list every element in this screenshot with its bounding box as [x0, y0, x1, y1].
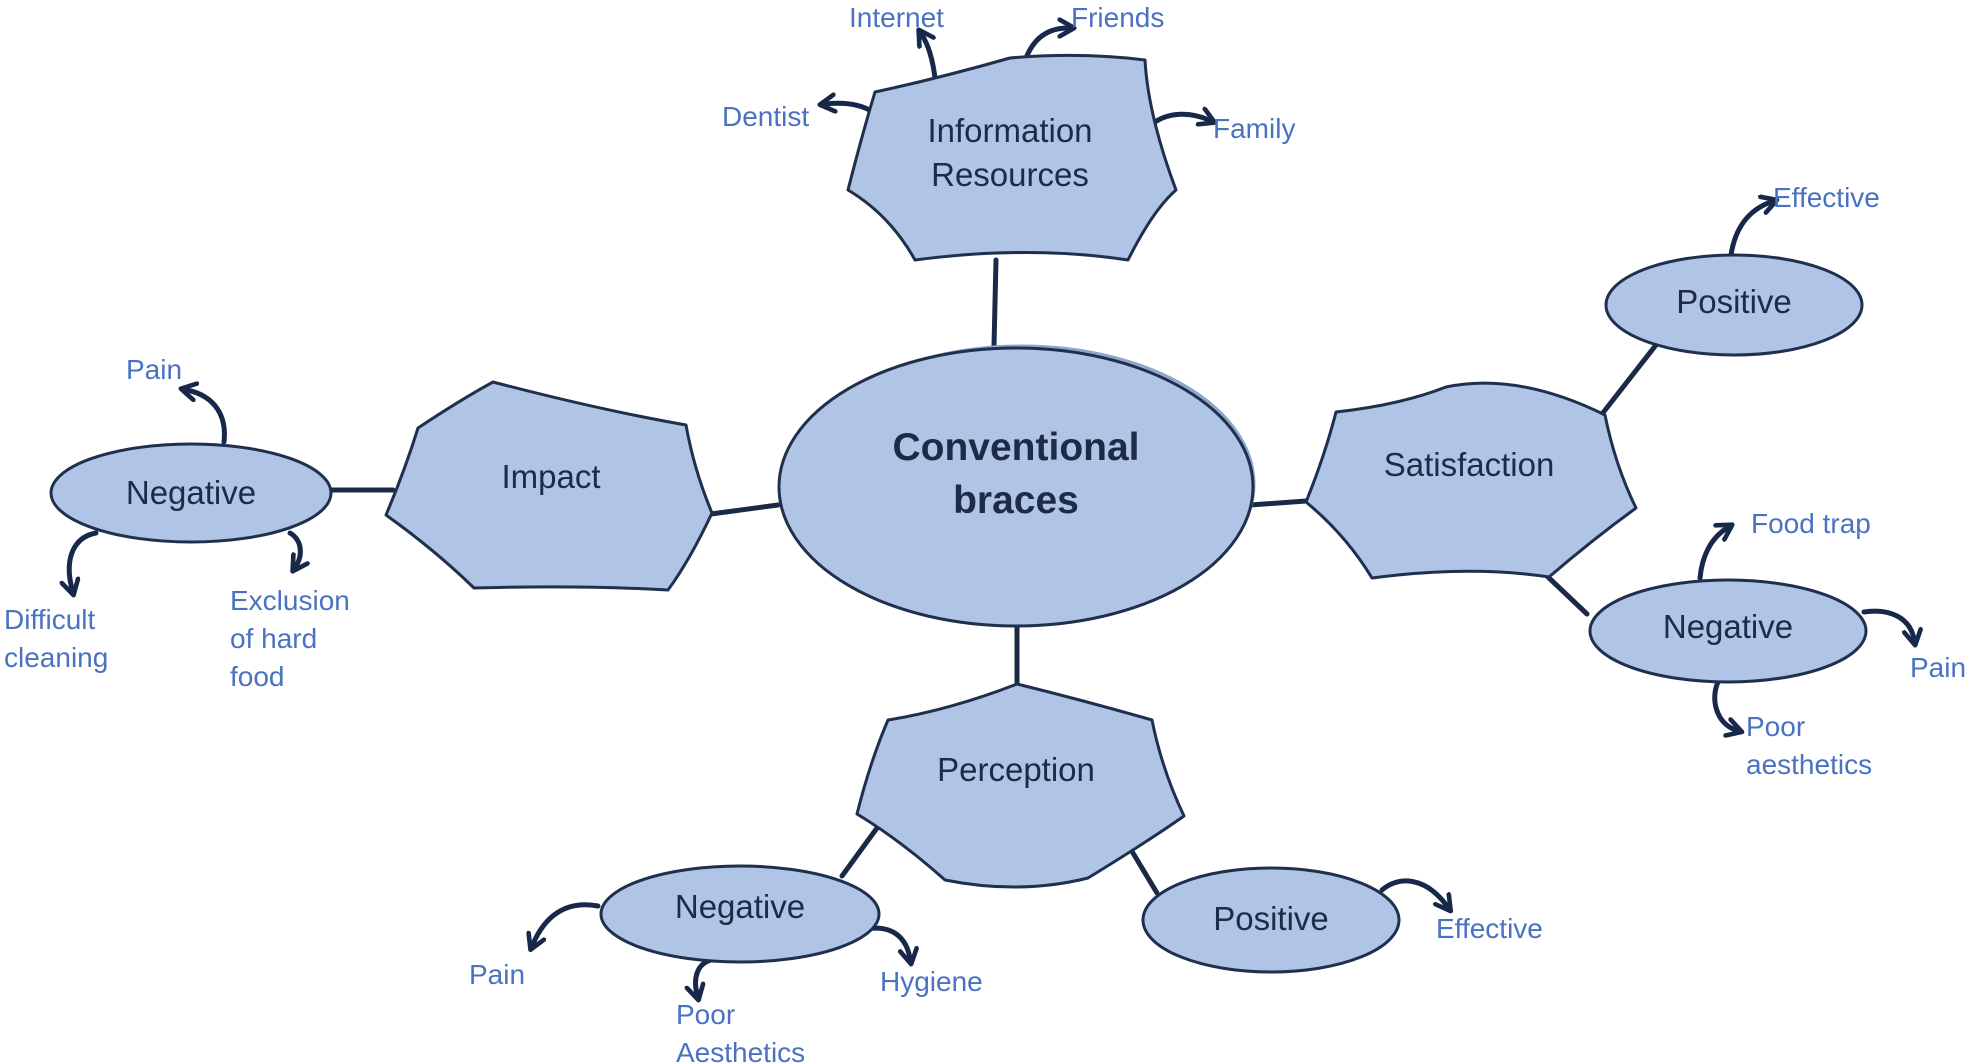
leaf-internet: Internet — [849, 2, 944, 33]
node-shape — [777, 346, 1255, 628]
node-shape — [384, 380, 714, 592]
leaf-perception-poor-line2: Aesthetics — [676, 1037, 805, 1064]
leaf-friends: Friends — [1071, 2, 1164, 33]
leaf-difficult-line2: cleaning — [4, 642, 108, 673]
leaf-labels: Internet Friends Dentist Family Pain Dif… — [4, 2, 1966, 1064]
arrow-to-internet — [922, 35, 938, 81]
arrow-to-friends — [1023, 28, 1068, 61]
leaf-exclusion-line3: food — [230, 661, 285, 692]
link-central-satisfaction — [1247, 498, 1309, 508]
node-perception-positive: Positive — [1141, 866, 1401, 974]
arrow-to-food-trap — [1697, 528, 1727, 581]
node-central-conventional-braces: Conventional braces — [777, 344, 1256, 628]
node-satisfaction: Satisfaction — [1304, 381, 1638, 580]
label-impact-negative: Negative — [126, 474, 256, 511]
leaf-perception-effective: Effective — [1436, 913, 1543, 944]
leaf-difficult-line1: Difficult — [4, 604, 96, 635]
node-information-resources: Information Resources — [846, 53, 1178, 262]
node-satisfaction-negative: Negative — [1588, 578, 1868, 684]
node-impact-negative: Negative — [49, 442, 333, 544]
node-shape — [1604, 253, 1864, 357]
leaf-satisfaction-poor-line2: aesthetics — [1746, 749, 1872, 780]
arrow-to-impact-pain — [187, 390, 227, 445]
label-satisfaction-negative: Negative — [1663, 608, 1793, 645]
link-impact-central — [708, 502, 781, 517]
node-shape — [855, 682, 1186, 889]
label-resources: Resources — [931, 156, 1089, 193]
leaf-satisfaction-effective: Effective — [1773, 182, 1880, 213]
label-information: Information — [927, 112, 1092, 149]
node-satisfaction-positive: Positive — [1604, 253, 1864, 357]
label-perception-positive: Positive — [1213, 900, 1329, 937]
label-perception-negative: Negative — [675, 888, 805, 925]
leaf-satisfaction-pain: Pain — [1910, 652, 1966, 683]
arrow-to-perception-poor-aesthetics — [696, 957, 714, 994]
leaf-satisfaction-poor-line1: Poor — [1746, 711, 1805, 742]
link-satisfaction-negative — [1545, 574, 1590, 617]
leaf-impact-pain: Pain — [126, 354, 182, 385]
link-information-central — [991, 257, 999, 349]
connector-lines — [327, 257, 1659, 896]
leaf-exclusion-line2: of hard — [230, 623, 317, 654]
arrow-to-family — [1152, 114, 1209, 122]
node-shape — [846, 53, 1178, 262]
leaf-exclusion-line1: Exclusion — [230, 585, 350, 616]
label-perception: Perception — [937, 751, 1095, 788]
arrow-to-dentist — [826, 103, 876, 115]
node-shape — [1588, 578, 1868, 684]
link-perception-negative — [839, 825, 880, 879]
node-impact: Impact — [384, 380, 714, 592]
leaf-family: Family — [1213, 113, 1295, 144]
arrow-to-satisfaction-effective — [1728, 202, 1771, 258]
leaf-hygiene: Hygiene — [880, 966, 983, 997]
leaf-food-trap: Food trap — [1751, 508, 1871, 539]
arrow-to-perception-pain — [533, 902, 601, 944]
label-conventional: Conventional — [892, 426, 1139, 469]
link-perception-positive — [1127, 845, 1160, 896]
arrow-to-satisfaction-pain — [1861, 608, 1914, 639]
arrow-to-difficult-cleaning — [69, 530, 99, 589]
label-satisfaction: Satisfaction — [1384, 446, 1555, 483]
arrow-to-satisfaction-poor-aesthetics — [1712, 679, 1736, 730]
node-shape — [1304, 381, 1638, 580]
leaf-perception-pain: Pain — [469, 959, 525, 990]
leaf-dentist: Dentist — [722, 101, 809, 132]
arrow-to-perception-effective — [1379, 878, 1447, 906]
node-shape — [599, 864, 881, 964]
label-satisfaction-positive: Positive — [1676, 283, 1792, 320]
node-shape — [49, 442, 333, 544]
arrow-to-exclusion — [287, 530, 300, 566]
node-shape — [1141, 866, 1401, 974]
node-perception: Perception — [855, 682, 1186, 889]
node-perception-negative: Negative — [599, 864, 881, 964]
label-braces: braces — [953, 479, 1079, 522]
link-satisfaction-positive — [1599, 342, 1659, 417]
label-impact: Impact — [501, 458, 600, 495]
leaf-perception-poor-line1: Poor — [676, 999, 735, 1030]
